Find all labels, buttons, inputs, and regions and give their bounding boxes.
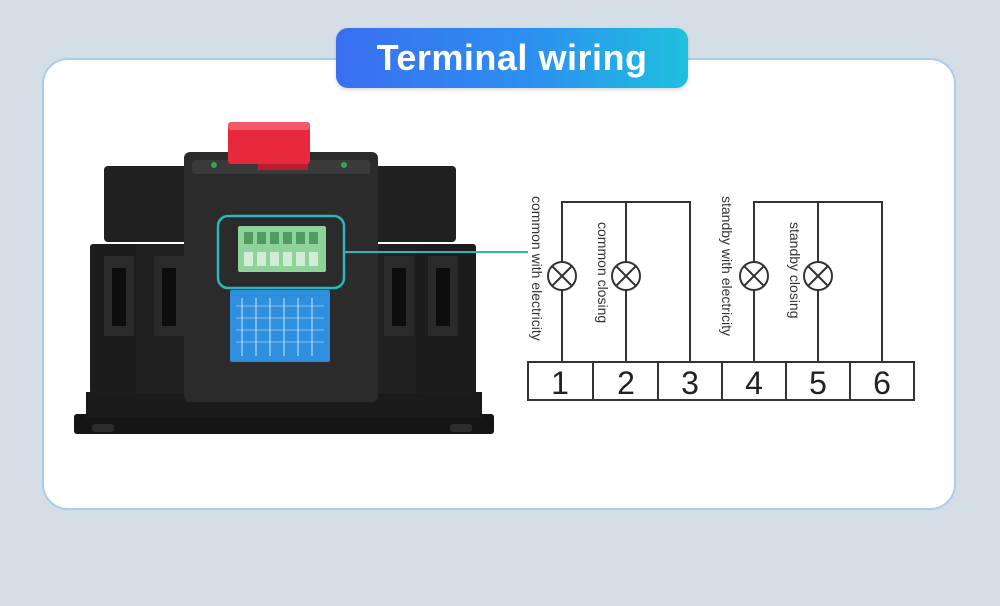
lamp-label-standby-with-electricity: standby with electricity [719,196,735,336]
connector-slot [270,252,279,266]
terminal-number-5: 5 [809,365,827,401]
terminal-number-4: 4 [745,365,763,401]
indicator-led-left [211,162,217,168]
red-handle [228,122,310,164]
mount-slot-left [92,424,114,432]
lamp-label-common-with-electricity: common with electricity [529,196,545,341]
title-banner: Terminal wiring [336,28,688,88]
wiring-diagram [527,201,915,401]
connector-slot [309,252,318,266]
mount-slot-right [450,424,472,432]
page-title: Terminal wiring [376,37,648,78]
terminal-number-3: 3 [681,365,699,401]
connector-slot [244,252,253,266]
terminal-slot-4-hole [436,268,450,326]
lamp-label-standby-closing: standby closing [787,222,803,319]
terminal-number-1: 1 [551,365,569,401]
connector-slot [257,252,266,266]
handle-base [258,160,308,170]
connector-pin [296,232,305,244]
connector-pin [244,232,253,244]
connector-pin [257,232,266,244]
terminal-slot-1-hole [112,268,126,326]
red-handle-highlight [228,122,310,130]
indicator-led-right [341,162,347,168]
base-rail [74,414,494,434]
connector-slot [296,252,305,266]
terminal-number-6: 6 [873,365,891,401]
terminal-slot-2-hole [162,268,176,326]
terminal-number-2: 2 [617,365,635,401]
lamp-2-icon [611,261,641,291]
lamp-5-icon [803,261,833,291]
connector-slot [283,252,292,266]
lamp-label-common-closing: common closing [595,222,611,323]
connector-pin [283,232,292,244]
lamp-1-icon [547,261,577,291]
terminal-slot-3-hole [392,268,406,326]
central-housing [184,152,378,402]
ats-device [74,122,494,434]
connector-pin [309,232,318,244]
label-sticker [230,290,330,362]
connector-pin [270,232,279,244]
lamp-4-icon [739,261,769,291]
